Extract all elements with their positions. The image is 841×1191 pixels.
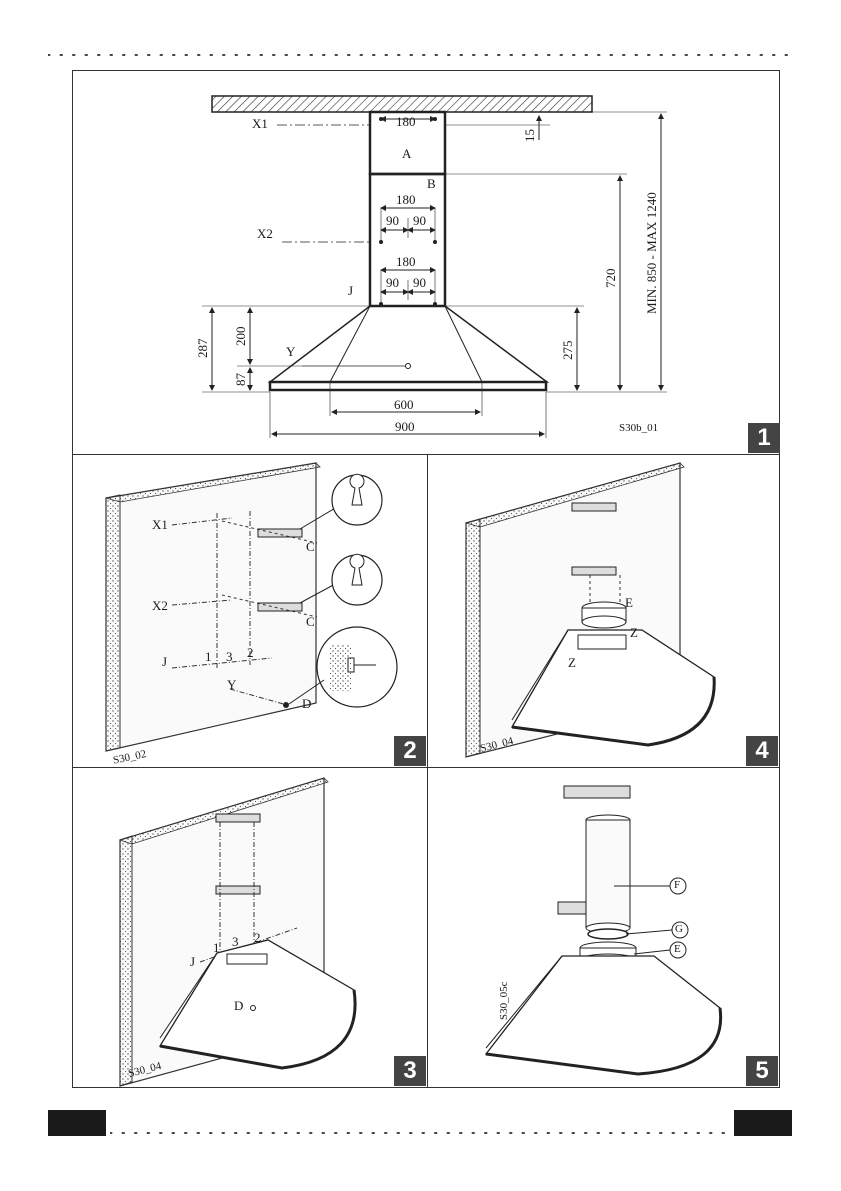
hood-canopy [270, 306, 547, 382]
dim-j-width: 180 [396, 254, 416, 270]
chimney-f [586, 820, 630, 928]
label-x1: X1 [252, 116, 268, 132]
dim-b-half-right: 90 [413, 213, 426, 229]
label-c-upper: C [306, 539, 315, 555]
label-y: Y [286, 344, 295, 360]
dim-900: 900 [395, 419, 415, 435]
label-y: Y [227, 677, 236, 693]
label-num-3: 3 [232, 934, 239, 950]
label-g: G [675, 923, 683, 935]
label-num-2: 2 [254, 930, 261, 946]
panel-3-drawing [72, 768, 428, 1088]
dim-720: 720 [603, 269, 619, 289]
panel-4-duct-fitting: E Z Z S30_04 4 [428, 455, 780, 768]
bottom-dotted-rule [110, 1128, 730, 1138]
bracket-upper [216, 814, 260, 822]
bracket-lower [572, 567, 616, 575]
label-a: A [402, 146, 411, 162]
panel-2-wall-marking: X1 C X2 C 1 3 2 J Y D S30_02 2 [72, 455, 428, 768]
panel-number-badge: 4 [746, 736, 778, 766]
hood-rim [270, 382, 546, 390]
dim-600: 600 [394, 397, 414, 413]
label-c-lower: C [306, 614, 315, 630]
label-j: J [348, 283, 353, 299]
label-f: F [674, 879, 680, 891]
label-x2: X2 [257, 226, 273, 242]
panel-number-badge: 5 [746, 1056, 778, 1086]
dim-b-half-left: 90 [386, 213, 399, 229]
flange-e [582, 616, 626, 628]
panel-1-dimension-diagram: X1 180 A 15 B 180 90 90 X2 180 90 90 J 2… [72, 70, 780, 455]
ring-g [588, 929, 628, 939]
dim-height-range: MIN. 850 - MAX 1240 [644, 192, 660, 314]
dim-287: 287 [195, 339, 211, 359]
bracket-c-upper [258, 529, 302, 537]
dim-b-width: 180 [396, 192, 416, 208]
label-num-1: 1 [205, 649, 212, 665]
top-dotted-rule [48, 50, 793, 60]
label-z-left: Z [568, 655, 576, 671]
panel-2-drawing [72, 455, 428, 768]
screw-detail [317, 627, 397, 707]
figure-code: S30b_01 [619, 422, 658, 434]
panel-4-drawing [428, 455, 780, 768]
bracket-top [564, 786, 630, 798]
panel-3-hood-mounting: 1 3 2 J D S30_04 3 [72, 768, 428, 1088]
label-z-right: Z [630, 625, 638, 641]
label-j: J [190, 954, 195, 970]
footer-block-left [48, 1110, 106, 1136]
footer-block-right [734, 1110, 792, 1136]
label-j: J [162, 654, 167, 670]
label-b: B [427, 176, 436, 192]
dim-j-half-left: 90 [386, 275, 399, 291]
label-e: E [625, 595, 633, 611]
figure-code: S30_05c [498, 982, 510, 1021]
panel-number-badge: 3 [394, 1056, 426, 1086]
label-x1: X1 [152, 517, 168, 533]
ceiling [212, 96, 592, 112]
dim-87: 87 [233, 373, 249, 386]
panel-1-drawing [72, 70, 780, 455]
dim-275: 275 [560, 341, 576, 361]
label-num-3: 3 [226, 649, 233, 665]
hood-canopy [486, 956, 721, 1074]
dim-j-half-right: 90 [413, 275, 426, 291]
panel-5-chimney-assembly: F G E S30_05c 5 [428, 768, 780, 1088]
panel-number-badge: 2 [394, 736, 426, 766]
label-d: D [302, 696, 311, 712]
label-d: D [234, 998, 243, 1014]
panel-number-badge: 1 [748, 423, 780, 453]
label-num-2: 2 [247, 645, 254, 661]
dim-offset-15: 15 [522, 129, 538, 142]
label-e: E [674, 943, 681, 955]
label-x2: X2 [152, 598, 168, 614]
bracket-lower [216, 886, 260, 894]
bracket-upper [572, 503, 616, 511]
dim-top-width: 180 [396, 114, 416, 130]
dim-200: 200 [233, 327, 249, 347]
label-num-1: 1 [213, 940, 220, 956]
panel-5-drawing [428, 768, 780, 1088]
bracket-c-lower [258, 603, 302, 611]
